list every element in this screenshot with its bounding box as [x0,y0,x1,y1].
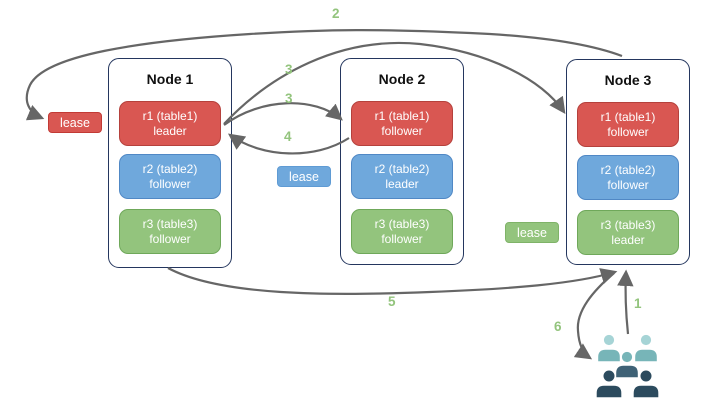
arrow-step-5 [167,267,618,295]
replica-label: r1 (table1) [374,108,430,123]
replica-role: leader [385,176,419,191]
step-label-2: 2 [332,6,340,21]
node-1-replica-r2: r2 (table2) follower [119,154,221,199]
users-icon [595,333,660,399]
step-label-6: 6 [554,319,562,334]
lease-badge-blue: lease [277,166,331,187]
step-label-3a: 3 [285,62,293,77]
replica-role: follower [607,124,649,139]
node-3-replica-r3: r3 (table3) leader [577,210,679,255]
lease-badge-green: lease [505,222,559,243]
replica-label: r2 (table2) [600,162,656,177]
node-2-replica-r3: r3 (table3) follower [351,209,453,254]
arrow-step-1 [617,269,634,335]
arrow-step-3-short [223,102,343,126]
replica-label: r3 (table3) [142,216,198,231]
node-1-replica-r3: r3 (table3) follower [119,209,221,254]
arrow-step-6 [573,272,615,360]
replica-label: r1 (table1) [600,109,656,124]
node-3-title: Node 3 [604,72,652,88]
replica-label: r2 (table2) [374,161,430,176]
replica-role: leader [153,123,187,138]
replica-label: r1 (table1) [142,108,198,123]
replica-label: r3 (table3) [374,216,430,231]
replica-label: r3 (table3) [600,217,656,232]
node-2-replica-r1: r1 (table1) follower [351,101,453,146]
replica-role: follower [381,231,423,246]
replica-role: follower [149,176,191,191]
replica-role: follower [381,123,423,138]
node-3-replica-r2: r2 (table2) follower [577,155,679,200]
replica-label: r2 (table2) [142,161,198,176]
node-1: Node 1 r1 (table1) leader r2 (table2) fo… [108,58,232,268]
node-2-title: Node 2 [378,71,426,87]
step-label-1: 1 [634,296,642,311]
step-label-3b: 3 [285,91,293,106]
node-1-title: Node 1 [146,71,194,87]
node-3: Node 3 r1 (table1) follower r2 (table2) … [566,59,690,265]
replica-role: follower [607,177,649,192]
step-label-4: 4 [284,129,292,144]
node-1-replica-r1: r1 (table1) leader [119,101,221,146]
node-3-replica-r1: r1 (table1) follower [577,102,679,147]
replica-role: leader [611,232,645,247]
node-2-replica-r2: r2 (table2) leader [351,154,453,199]
step-label-5: 5 [388,294,396,309]
lease-badge-red: lease [48,112,102,133]
node-2: Node 2 r1 (table1) follower r2 (table2) … [340,58,464,265]
replica-role: follower [149,231,191,246]
